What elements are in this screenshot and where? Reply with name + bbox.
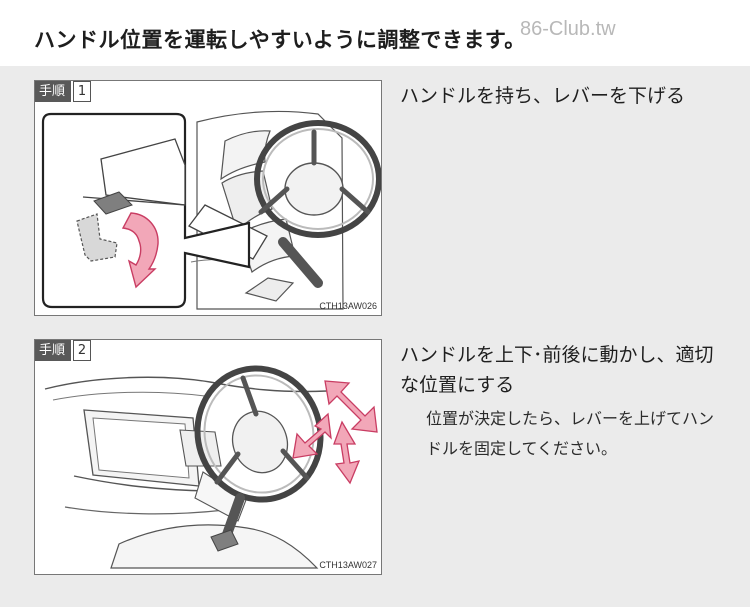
page-title: ハンドル位置を運転しやすいように調整できます。 — [34, 28, 526, 52]
step-1-figure-code: CTH13AW026 — [319, 301, 377, 311]
steering-wheel-rim — [254, 120, 381, 238]
step-1-word: 手順 — [35, 81, 72, 102]
step-1-number: 1 — [73, 81, 92, 102]
lever-down-arrow — [121, 212, 159, 289]
steering-lever-illustration — [35, 81, 381, 315]
page-header: ハンドル位置を運転しやすいように調整できます。 86-Club.tw — [0, 0, 750, 66]
step-2-word: 手順 — [35, 340, 72, 361]
step-2-number: 2 — [73, 340, 92, 361]
step-2-figure: 手順 2 CTH13AW027 — [34, 339, 382, 575]
step-2-figure-code: CTH13AW027 — [319, 560, 377, 570]
steering-wheel-rim-2 — [194, 365, 324, 503]
four-way-adjust-arrow — [292, 380, 378, 485]
site-watermark: 86-Club.tw — [520, 18, 616, 40]
step-2-note: 位置が決定したら、レバーを上げてハンドルを固定してください。 — [426, 409, 715, 458]
steering-adjust-illustration — [35, 340, 381, 574]
step-2-tag: 手順 2 — [35, 340, 92, 361]
step-1-instruction: ハンドルを持ち、レバーを下げる — [400, 85, 686, 107]
step-2-instruction: ハンドルを上下･前後に動かし、適切な位置にする — [400, 344, 714, 396]
step-1-tag: 手順 1 — [35, 81, 92, 102]
step-1-figure: 手順 1 CTH13AW026 — [34, 80, 382, 316]
